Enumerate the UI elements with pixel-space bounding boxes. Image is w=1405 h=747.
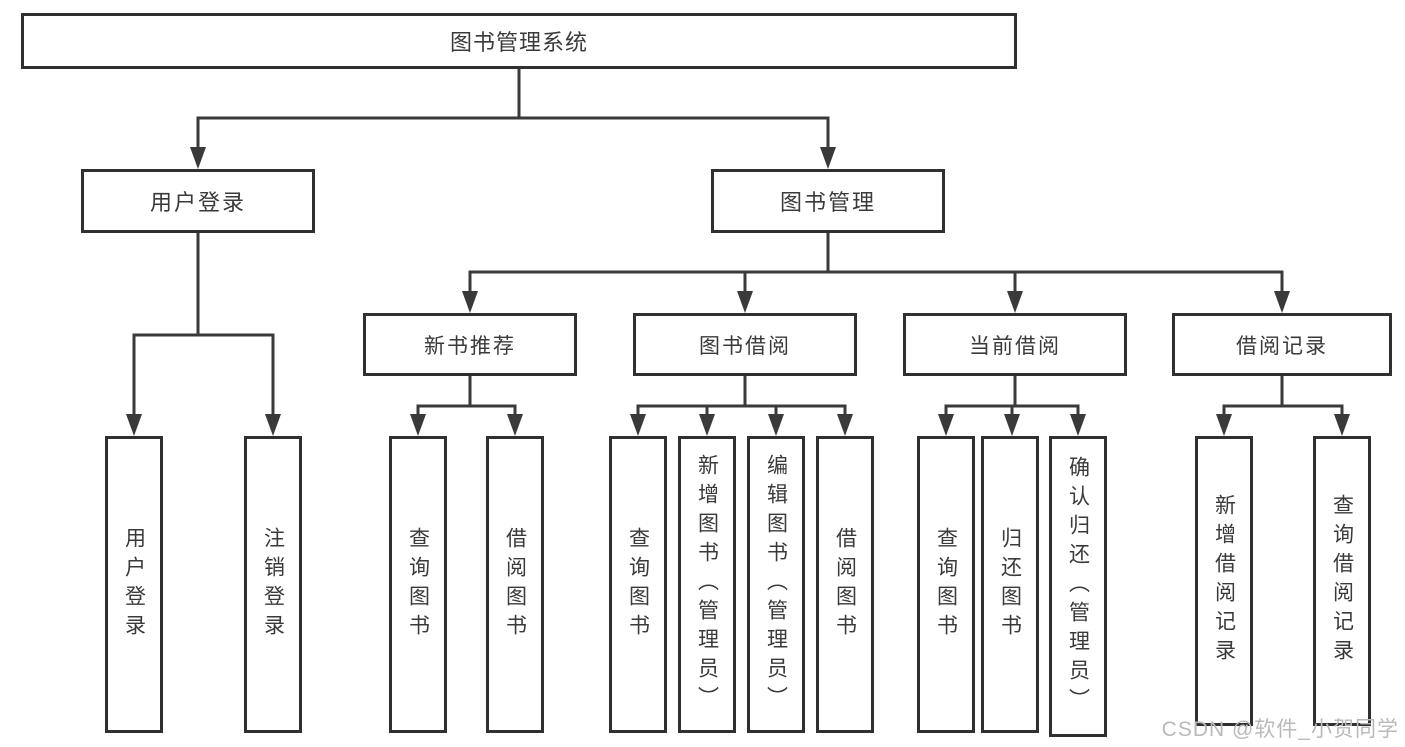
node-label: 图书管理 — [779, 190, 876, 215]
node-label: 用户登录 — [122, 526, 146, 643]
leaf-user-login: 用户登录 — [105, 436, 163, 733]
leaf-query-books-borrow: 查询图书 — [609, 436, 667, 733]
node-label: 新增图书（管理员） — [695, 454, 719, 715]
node-current-borrowing: 当前借阅 — [903, 313, 1127, 376]
node-label: 借阅记录 — [1236, 334, 1328, 358]
node-user-login: 用户登录 — [81, 169, 315, 233]
node-book-borrowing: 图书借阅 — [633, 313, 857, 376]
node-label: 查询图书 — [626, 526, 650, 643]
connector-book-borrowing-children — [630, 376, 853, 436]
leaf-return-book: 归还图书 — [981, 436, 1039, 733]
node-label: 确认归还（管理员） — [1066, 456, 1090, 717]
csdn-watermark: CSDN @软件_小贺同学 — [1161, 718, 1399, 741]
leaf-add-book-admin: 新增图书（管理员） — [678, 436, 736, 733]
leaf-edit-book-admin: 编辑图书（管理员） — [747, 436, 805, 733]
node-new-book-recommendation: 新书推荐 — [363, 313, 577, 376]
node-label: 用户登录 — [149, 190, 246, 215]
connector-user-login-children — [126, 233, 281, 436]
leaf-confirm-return-admin: 确认归还（管理员） — [1049, 436, 1107, 737]
node-label: 新增借阅记录 — [1212, 494, 1236, 668]
node-book-management: 图书管理 — [711, 169, 945, 233]
leaf-add-borrowing-record: 新增借阅记录 — [1195, 436, 1253, 726]
node-label: 图书借阅 — [699, 334, 791, 358]
node-label: 归还图书 — [998, 526, 1022, 643]
connector-book-management-children — [462, 233, 1290, 313]
connector-new-book-children — [410, 376, 523, 436]
leaf-borrow-books-recommend: 借阅图书 — [486, 436, 544, 733]
node-label: 编辑图书（管理员） — [764, 454, 788, 715]
node-label: 借阅图书 — [503, 526, 527, 643]
node-library-management-system: 图书管理系统 — [21, 13, 1017, 69]
node-label: 查询图书 — [934, 526, 958, 643]
connector-root-to-level2 — [190, 67, 836, 169]
node-label: 查询借阅记录 — [1330, 494, 1354, 668]
leaf-logout: 注销登录 — [244, 436, 302, 733]
node-label: 当前借阅 — [969, 334, 1061, 358]
node-label: 查询图书 — [406, 526, 430, 643]
leaf-query-borrowing-record: 查询借阅记录 — [1313, 436, 1371, 726]
connector-borrowing-records-children — [1216, 376, 1350, 436]
node-label: 注销登录 — [261, 526, 285, 643]
leaf-borrow-books: 借阅图书 — [816, 436, 874, 733]
node-borrowing-records: 借阅记录 — [1172, 313, 1392, 376]
node-label: 借阅图书 — [833, 526, 857, 643]
node-label: 图书管理系统 — [449, 30, 588, 55]
leaf-query-books-current: 查询图书 — [917, 436, 975, 733]
node-label: 新书推荐 — [424, 334, 516, 358]
connector-current-borrowing-children — [938, 376, 1086, 436]
leaf-query-books-recommend: 查询图书 — [389, 436, 447, 733]
